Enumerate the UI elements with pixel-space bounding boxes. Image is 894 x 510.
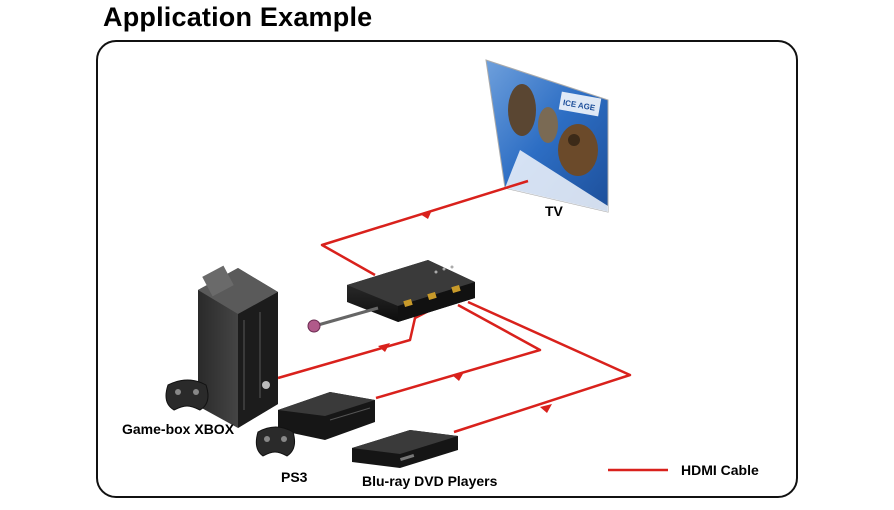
xbox-controller-icon	[165, 379, 209, 411]
ir-receiver	[307, 306, 379, 333]
bluray-player	[352, 430, 458, 468]
arrow-xbox	[378, 343, 390, 352]
cable-ps3-input	[375, 303, 542, 400]
cable-arrows	[378, 210, 552, 413]
ps3-label: PS3	[281, 469, 308, 485]
hdmi-switch-box	[347, 260, 475, 322]
bluray-label: Blu-ray DVD Players	[362, 473, 498, 489]
xbox-label: Game-box XBOX	[122, 421, 235, 437]
arrow-bluray	[540, 404, 552, 413]
xbox-console	[198, 265, 278, 428]
legend-label: HDMI Cable	[681, 462, 759, 478]
page-title: Application Example	[103, 2, 373, 32]
ps3-console	[278, 392, 375, 440]
cable-bluray-input	[453, 300, 632, 434]
tv-label: TV	[545, 203, 563, 219]
arrow-ps3	[452, 372, 464, 381]
arrow-tv	[420, 210, 432, 219]
cable-tv-output	[320, 179, 529, 277]
ps3-controller-icon	[255, 426, 295, 457]
tv-screen: ICE AGE	[485, 59, 609, 213]
